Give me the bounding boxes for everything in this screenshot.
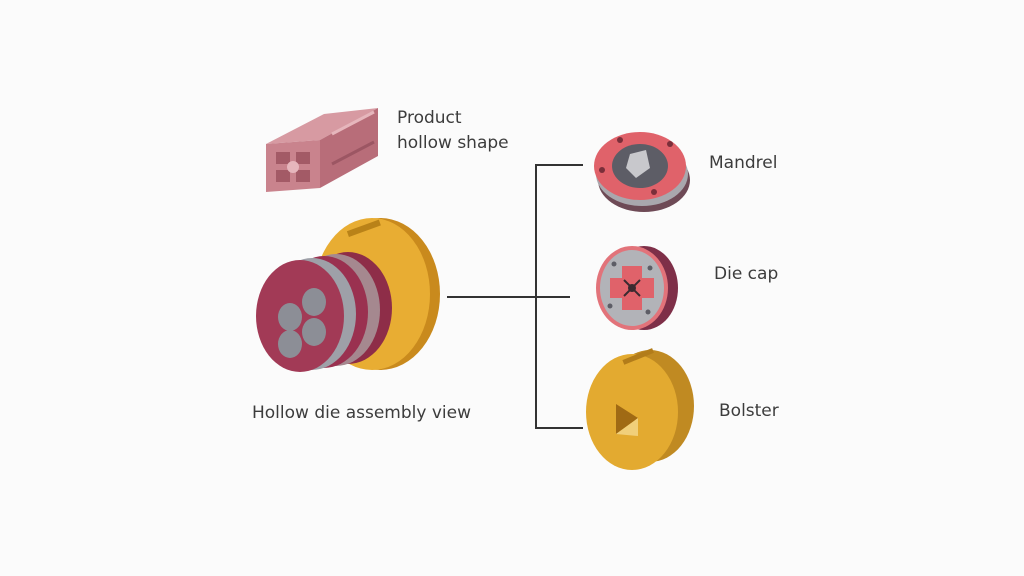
bolster-label: Bolster — [719, 401, 779, 421]
assembly-label: Hollow die assembly view — [252, 403, 471, 423]
die-cap-illustration — [596, 246, 678, 330]
mandrel-label: Mandrel — [709, 153, 778, 173]
bolster-illustration — [586, 348, 694, 470]
product-profile-illustration — [266, 108, 378, 192]
mandrel-illustration — [594, 132, 690, 212]
connector-mandrel — [535, 164, 583, 166]
die-assembly-illustration — [256, 218, 440, 372]
connector-vertical — [535, 164, 537, 429]
die-cap-label: Die cap — [714, 264, 779, 284]
connector-bolster — [535, 427, 583, 429]
product-label-line2: hollow shape — [397, 133, 509, 153]
product-label-line1: Product — [397, 108, 462, 128]
connector-main-horizontal — [447, 296, 570, 298]
